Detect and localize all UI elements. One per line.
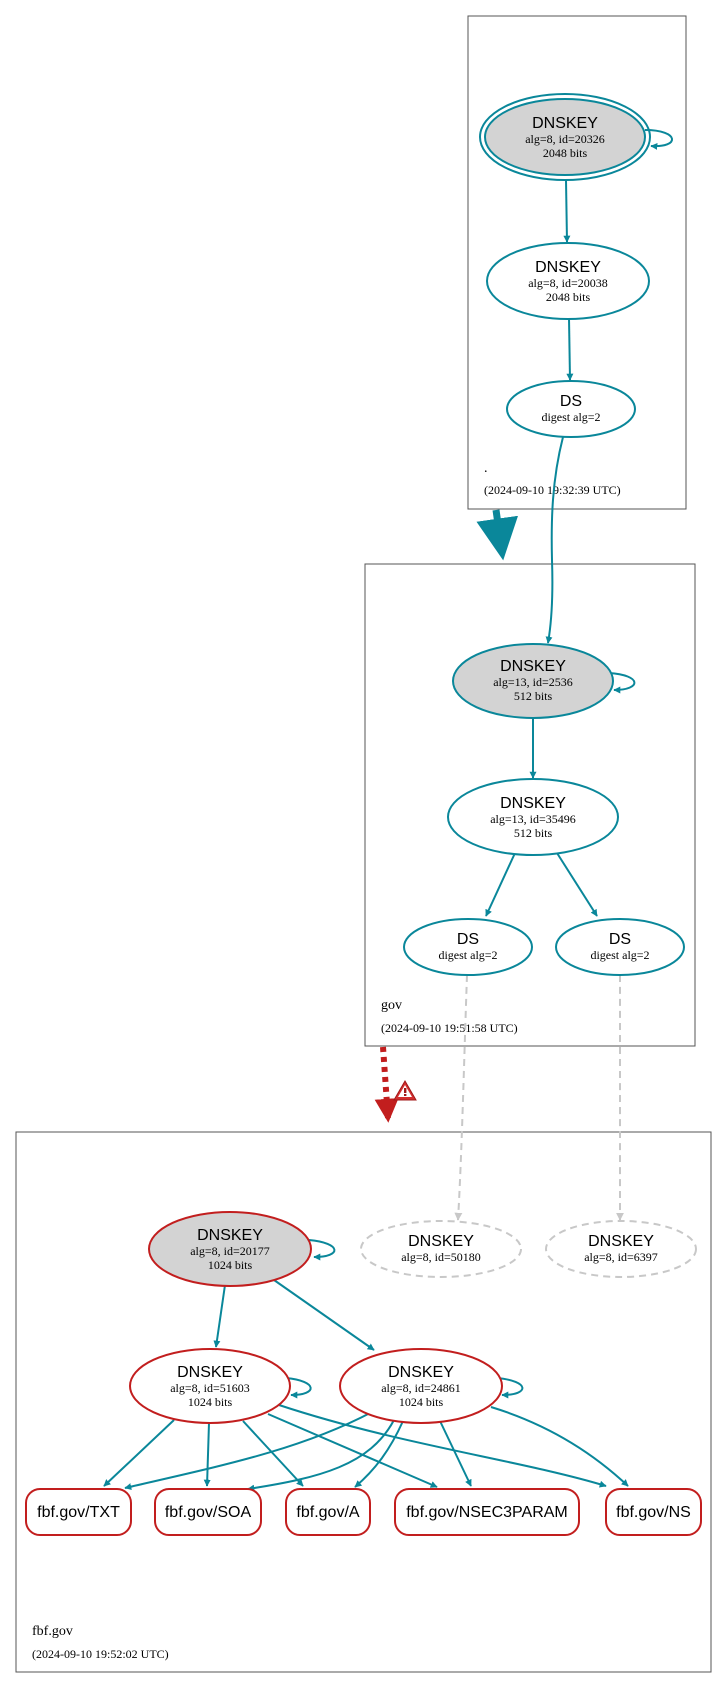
edge-root-ksk-self	[644, 129, 673, 150]
node-fbf-missing2-title: DNSKEY	[588, 1233, 654, 1250]
edge-gov-ksk-self	[608, 672, 636, 694]
edge-root-ds-to-gov-ksk	[545, 436, 564, 644]
edge-zsk2-ns	[490, 1406, 629, 1487]
edge-gov-ds1-to-missing1	[454, 974, 468, 1221]
node-gov-ds2-title: DS	[609, 931, 631, 948]
edge-gov-zsk-to-ds2	[556, 852, 598, 917]
edge-zsk1-txt	[103, 1419, 175, 1487]
zone-box-gov	[364, 563, 696, 1047]
node-root-ksk-line1: alg=8, id=20326	[525, 132, 605, 146]
node-gov-ds1-title: DS	[457, 931, 479, 948]
edge-zsk1-nsec3param	[267, 1413, 438, 1488]
edge-delegation-root-gov	[476, 509, 519, 561]
node-gov-zsk-line1: alg=13, id=35496	[490, 812, 576, 826]
record-soa[interactable]: fbf.gov/SOA	[154, 1488, 262, 1536]
edge-zsk1-a	[242, 1420, 304, 1487]
edge-root-zsk-to-ds	[566, 317, 574, 381]
zone-box-root	[467, 15, 687, 510]
node-fbf-zsk-2[interactable]: DNSKEY alg=8, id=24861 1024 bits	[339, 1348, 503, 1424]
record-txt-label: fbf.gov/TXT	[37, 1504, 120, 1521]
zone-name-root: .	[484, 461, 488, 476]
record-ns[interactable]: fbf.gov/NS	[605, 1488, 702, 1536]
record-nsec3param[interactable]: fbf.gov/NSEC3PARAM	[394, 1488, 580, 1536]
node-root-ds-line1: digest alg=2	[541, 410, 600, 424]
warning-triangle-icon	[393, 1080, 417, 1101]
node-gov-ksk-title: DNSKEY	[500, 658, 566, 675]
node-root-ksk[interactable]: DNSKEY alg=8, id=20326 2048 bits	[479, 93, 651, 181]
node-gov-zsk[interactable]: DNSKEY alg=13, id=35496 512 bits	[447, 778, 619, 856]
node-fbf-missing2-line1: alg=8, id=6397	[584, 1250, 658, 1264]
node-gov-zsk-title: DNSKEY	[500, 795, 566, 812]
edge-fbf-zsk1-self	[285, 1377, 312, 1399]
node-root-ksk-title: DNSKEY	[532, 115, 598, 132]
node-fbf-zsk2-line2: 1024 bits	[399, 1395, 444, 1409]
edge-gov-zsk-to-ds1	[485, 852, 516, 917]
record-txt[interactable]: fbf.gov/TXT	[25, 1488, 132, 1536]
edge-zsk2-a	[354, 1420, 404, 1488]
edge-fbf-ksk-self	[308, 1239, 336, 1261]
edge-root-ksk-to-zsk	[563, 179, 571, 243]
record-ns-label: fbf.gov/NS	[616, 1504, 691, 1521]
record-soa-label: fbf.gov/SOA	[165, 1504, 252, 1521]
edge-delegation-gov-fbf	[374, 1046, 399, 1123]
node-fbf-zsk-1[interactable]: DNSKEY alg=8, id=51603 1024 bits	[129, 1348, 291, 1424]
node-gov-ksk-line2: 512 bits	[514, 689, 553, 703]
zone-box-fbf	[15, 1131, 712, 1673]
node-fbf-ksk[interactable]: DNSKEY alg=8, id=20177 1024 bits	[148, 1211, 312, 1287]
node-fbf-missing-key-1[interactable]: DNSKEY alg=8, id=50180	[360, 1220, 522, 1278]
node-fbf-ksk-title: DNSKEY	[197, 1227, 263, 1244]
zone-timestamp-fbf: (2024-09-10 19:52:02 UTC)	[32, 1647, 169, 1661]
node-fbf-ksk-line1: alg=8, id=20177	[190, 1244, 270, 1258]
edge-fbf-ksk-to-zsk2	[273, 1279, 375, 1351]
zone-timestamp-root: (2024-09-10 19:32:39 UTC)	[484, 483, 621, 497]
node-gov-ksk-line1: alg=13, id=2536	[493, 675, 573, 689]
node-root-zsk-title: DNSKEY	[535, 259, 601, 276]
node-root-zsk[interactable]: DNSKEY alg=8, id=20038 2048 bits	[486, 242, 650, 320]
edge-zsk2-nsec3param	[439, 1420, 472, 1487]
node-fbf-ksk-line2: 1024 bits	[208, 1258, 253, 1272]
node-fbf-zsk1-line2: 1024 bits	[188, 1395, 233, 1409]
edge-zsk1-soa	[203, 1422, 211, 1487]
edge-fbf-zsk2-self	[496, 1377, 524, 1399]
node-fbf-zsk2-line1: alg=8, id=24861	[381, 1381, 461, 1395]
node-root-zsk-line2: 2048 bits	[546, 290, 591, 304]
record-nsec3param-label: fbf.gov/NSEC3PARAM	[406, 1504, 568, 1521]
zone-timestamp-gov: (2024-09-10 19:51:58 UTC)	[381, 1021, 518, 1035]
node-root-ksk-line2: 2048 bits	[543, 146, 588, 160]
node-fbf-zsk2-title: DNSKEY	[388, 1364, 454, 1381]
node-root-zsk-line1: alg=8, id=20038	[528, 276, 608, 290]
node-gov-ds2-line1: digest alg=2	[590, 948, 649, 962]
edge-zsk1-ns	[278, 1404, 607, 1488]
edges	[103, 129, 673, 1492]
edge-fbf-ksk-to-zsk1	[213, 1284, 226, 1348]
node-gov-zsk-line2: 512 bits	[514, 826, 553, 840]
node-root-ds[interactable]: DS digest alg=2	[506, 380, 636, 438]
record-a[interactable]: fbf.gov/A	[285, 1488, 371, 1536]
node-gov-ksk[interactable]: DNSKEY alg=13, id=2536 512 bits	[452, 643, 614, 719]
node-fbf-zsk1-line1: alg=8, id=51603	[170, 1381, 250, 1395]
zone-name-gov: gov	[381, 998, 402, 1013]
node-gov-ds1[interactable]: DS digest alg=2	[403, 918, 533, 976]
edge-zsk2-txt	[124, 1411, 373, 1490]
node-gov-ds2[interactable]: DS digest alg=2	[555, 918, 685, 976]
node-root-ds-title: DS	[560, 393, 582, 410]
node-fbf-missing1-title: DNSKEY	[408, 1233, 474, 1250]
zone-name-fbf: fbf.gov	[32, 1624, 73, 1639]
edge-zsk2-soa	[247, 1419, 395, 1492]
node-gov-ds1-line1: digest alg=2	[438, 948, 497, 962]
node-fbf-missing1-line1: alg=8, id=50180	[401, 1250, 481, 1264]
node-fbf-missing-key-2[interactable]: DNSKEY alg=8, id=6397	[545, 1220, 697, 1278]
record-a-label: fbf.gov/A	[296, 1504, 359, 1521]
node-fbf-zsk1-title: DNSKEY	[177, 1364, 243, 1381]
